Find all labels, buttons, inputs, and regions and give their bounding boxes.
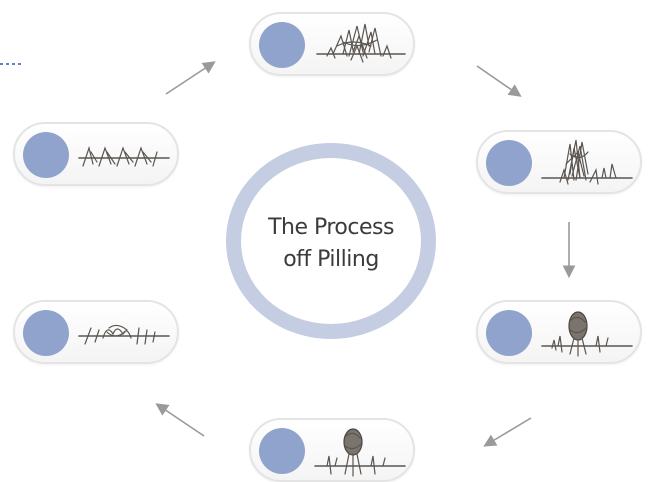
pill-breaking-icon xyxy=(78,324,170,345)
arrow-4-to-5 xyxy=(155,403,205,437)
arrow-1-to-2 xyxy=(476,65,522,97)
fibers-tangling-icon xyxy=(316,23,406,63)
stage-4-card xyxy=(249,418,415,482)
stage-1-card xyxy=(249,12,415,76)
fibers-bunched-icon xyxy=(541,139,633,185)
stage-1-dot xyxy=(259,22,305,68)
pill-forming-icon xyxy=(541,311,633,357)
stage-2-dot xyxy=(486,140,532,186)
pill-anchored-icon xyxy=(314,428,406,477)
dashed-link-decoration xyxy=(0,63,22,65)
stage-2-card xyxy=(476,130,642,194)
stage-5-dot xyxy=(23,310,69,356)
stage-6-card xyxy=(13,122,179,186)
title-line-2: off Pilling xyxy=(283,247,379,272)
title-line-1: The Process xyxy=(268,215,394,240)
stage-6-dot xyxy=(23,132,69,178)
arrow-6-to-1 xyxy=(165,61,216,95)
stage-4-dot xyxy=(259,428,305,474)
fibers-loose-icon xyxy=(78,145,170,167)
stage-5-card xyxy=(13,300,179,364)
stage-3-card xyxy=(476,300,642,364)
diagram-title: The Process off Pilling xyxy=(248,212,414,276)
arrow-3-to-4 xyxy=(483,417,532,447)
stage-3-dot xyxy=(486,310,532,356)
